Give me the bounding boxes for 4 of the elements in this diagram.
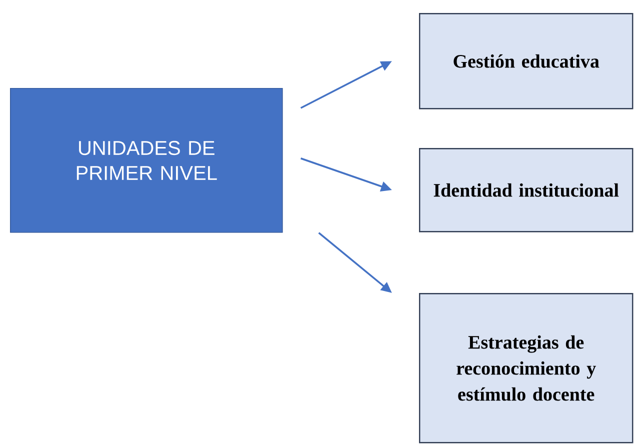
category-box: Identidad institucional bbox=[419, 148, 634, 232]
category-box: Estrategias de reconocimiento y estímulo docente bbox=[419, 293, 634, 444]
unit-box: UNIDADES DE PRIMER NIVEL bbox=[10, 88, 283, 233]
category-box: Gestión educativa bbox=[419, 13, 634, 110]
